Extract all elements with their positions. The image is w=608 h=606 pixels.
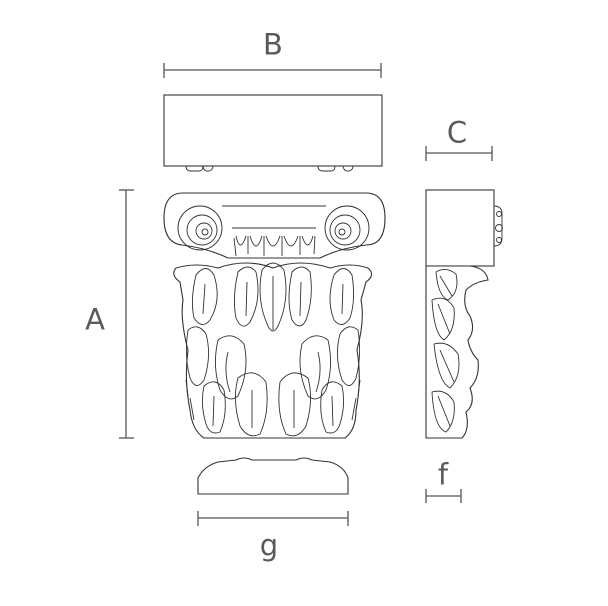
bottom-view-base [197, 457, 349, 495]
dimension-label-C: C [446, 115, 468, 150]
side-view-capital [425, 189, 503, 439]
dimension-C [425, 146, 493, 161]
front-view-capital [163, 192, 386, 439]
dimension-label-A: A [85, 302, 105, 337]
dimension-label-g: g [259, 528, 279, 563]
dimension-f [425, 489, 462, 503]
dimension-g [197, 511, 349, 526]
top-view-block [163, 94, 383, 172]
dimension-A [119, 189, 134, 439]
dimension-B [163, 63, 382, 78]
dimension-label-B: B [263, 27, 283, 62]
dimension-label-f: f [437, 457, 449, 492]
